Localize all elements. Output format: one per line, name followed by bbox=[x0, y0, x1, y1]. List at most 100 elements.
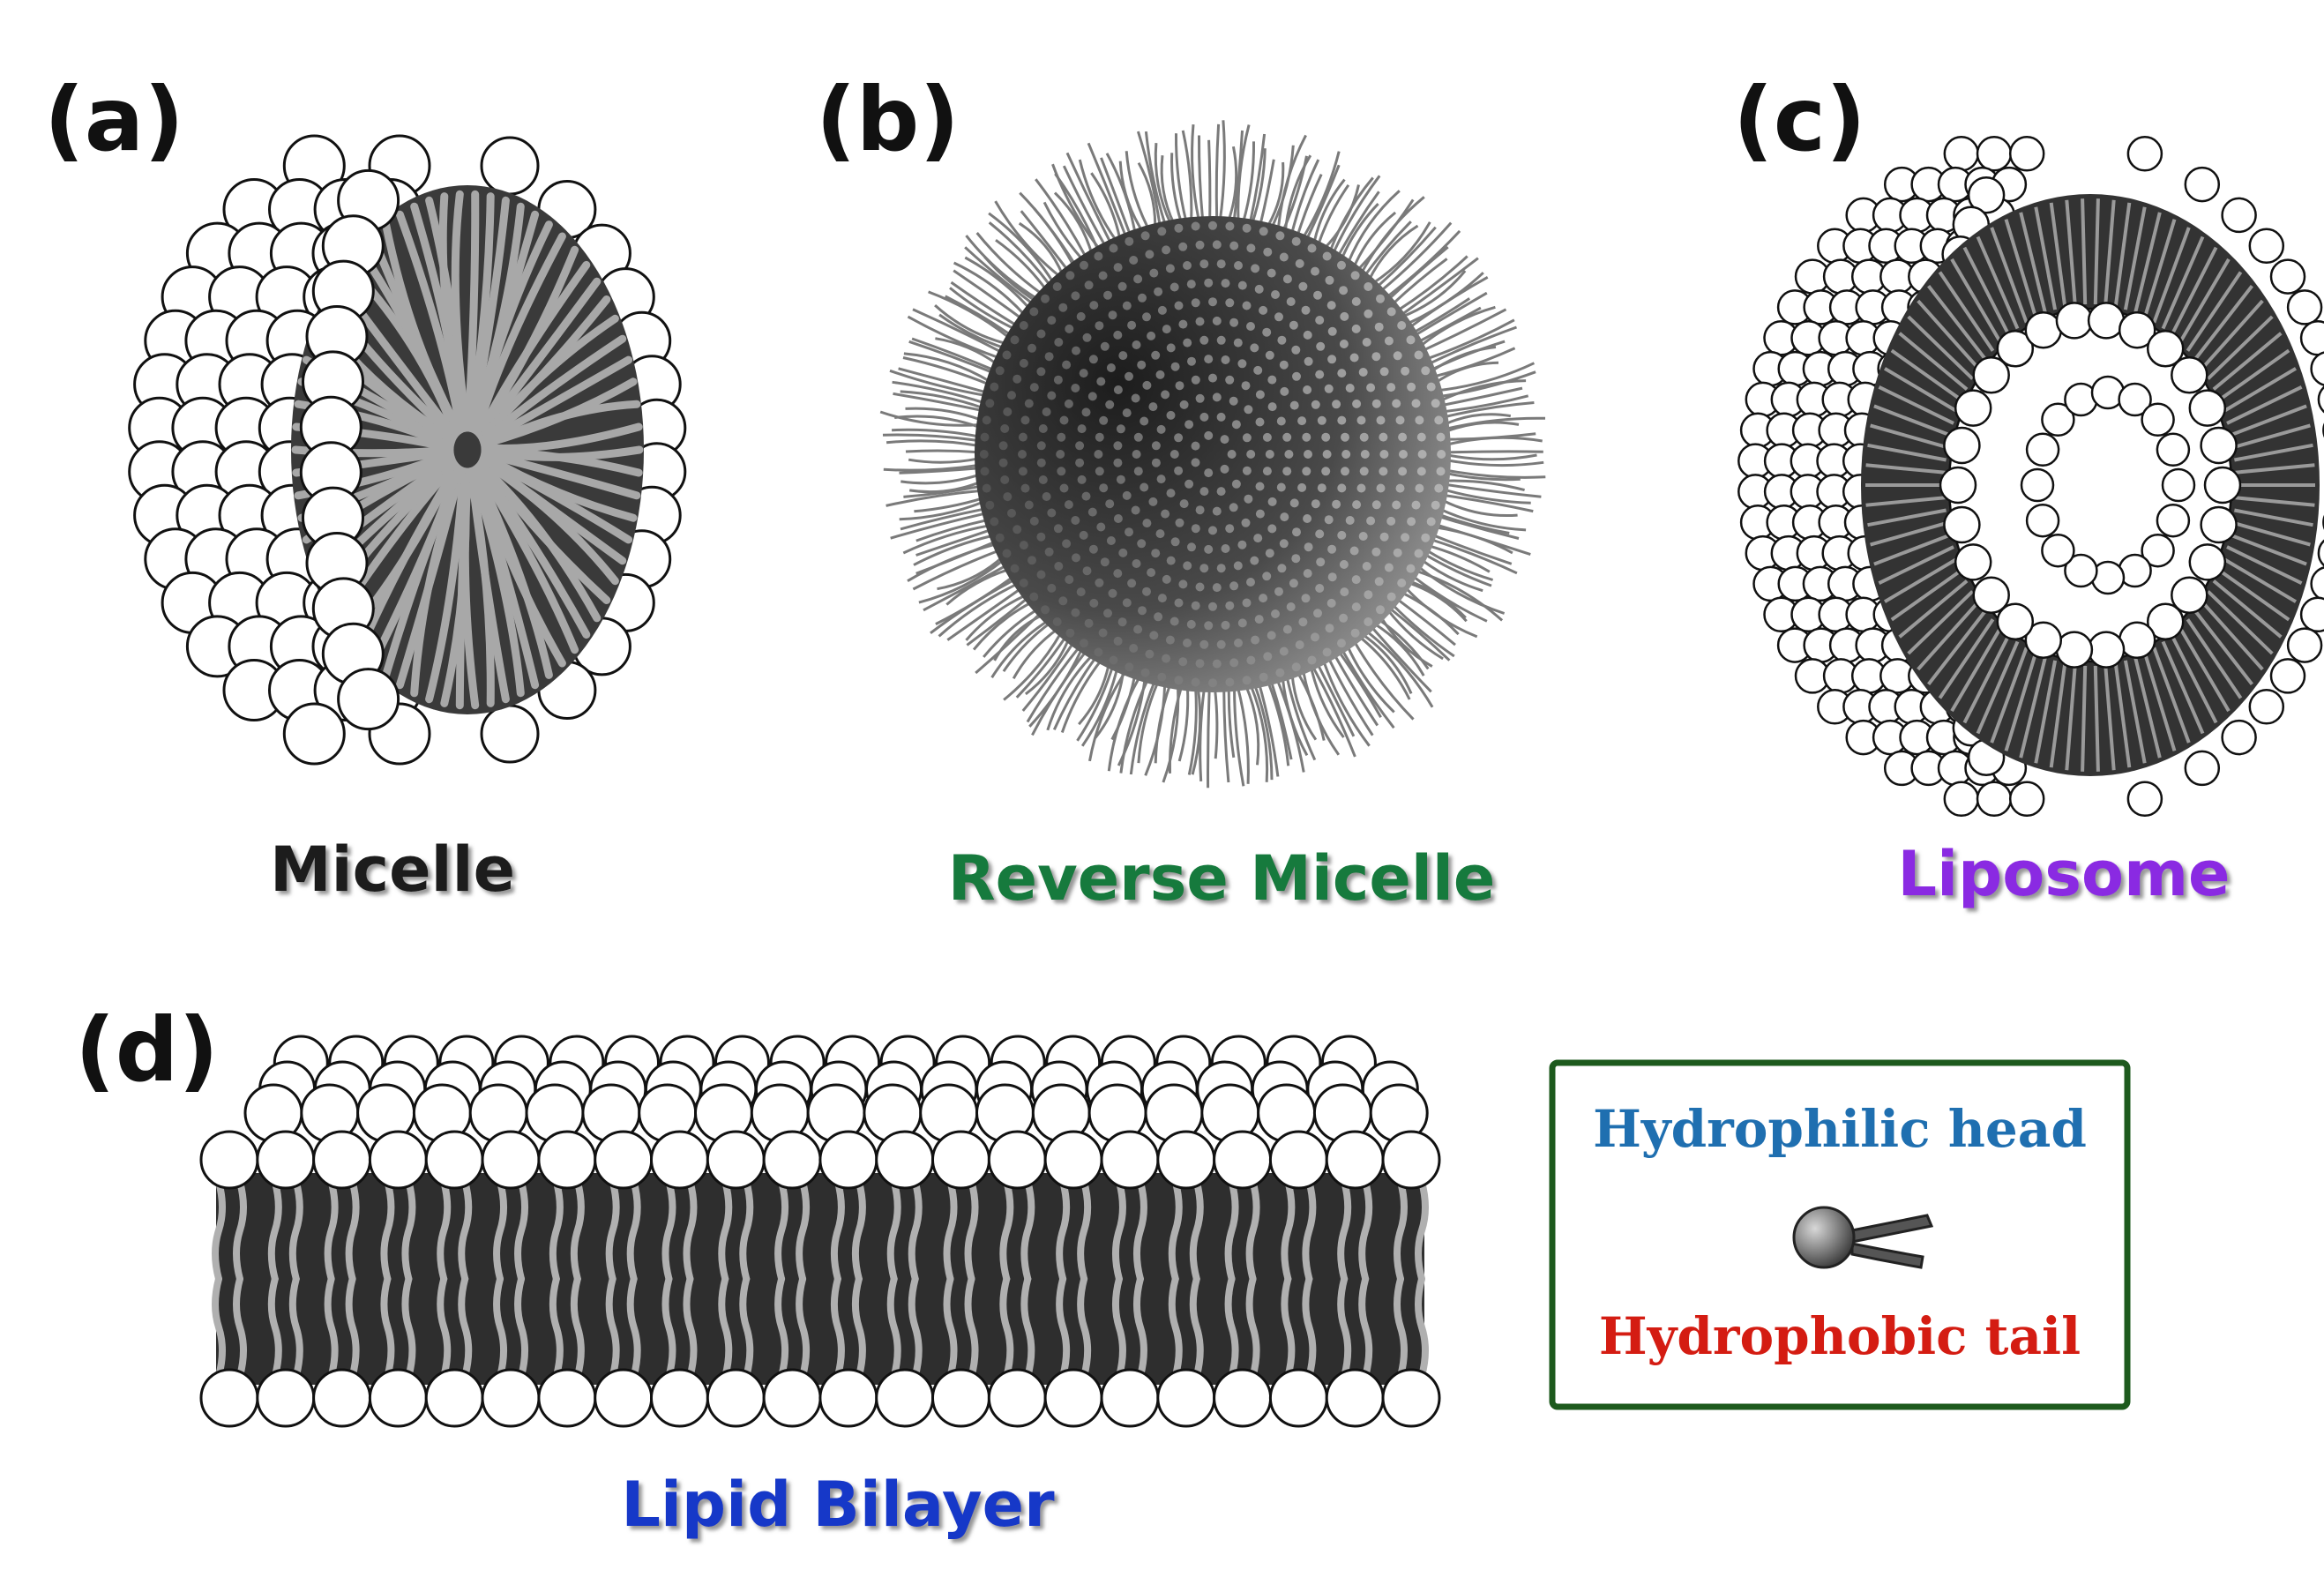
reverse-micelle-head bbox=[1166, 556, 1176, 565]
liposome-head bbox=[2299, 320, 2324, 356]
bilayer-tail bbox=[458, 1178, 473, 1282]
liposome-tail bbox=[2161, 640, 2205, 735]
reverse-micelle-tail bbox=[994, 200, 1062, 279]
reverse-micelle-tail bbox=[1431, 533, 1513, 565]
liposome-inner-head bbox=[2188, 389, 2227, 427]
reverse-micelle-head bbox=[1094, 251, 1103, 261]
reverse-micelle-head bbox=[1406, 335, 1416, 345]
bilayer-tail bbox=[401, 1275, 416, 1379]
reverse-micelle-tail bbox=[1337, 650, 1382, 718]
reverse-micelle-head bbox=[1169, 282, 1179, 292]
reverse-micelle-head bbox=[1417, 450, 1427, 459]
reverse-micelle-tail bbox=[1438, 370, 1536, 399]
liposome-tail bbox=[2019, 656, 2047, 759]
reverse-micelle-tail bbox=[1244, 684, 1260, 766]
reverse-micelle-head bbox=[1275, 231, 1285, 241]
reverse-micelle-head bbox=[1315, 370, 1325, 379]
reverse-micelle-head bbox=[1042, 407, 1051, 416]
bilayer-head bbox=[1325, 1368, 1385, 1428]
reverse-micelle-head bbox=[1174, 301, 1184, 310]
bilayer-tail bbox=[493, 1275, 508, 1379]
reverse-micelle-head bbox=[1401, 533, 1410, 542]
reverse-micelle-head bbox=[1337, 483, 1347, 493]
bilayer-tail bbox=[212, 1178, 226, 1282]
reverse-micelle-head bbox=[1076, 311, 1086, 321]
reverse-micelle-head bbox=[1131, 393, 1140, 403]
reverse-micelle-tail bbox=[1359, 196, 1425, 275]
reverse-micelle-head bbox=[1113, 514, 1123, 523]
micelle-tail bbox=[425, 467, 467, 704]
panel-b: (b) Reverse Micelle bbox=[816, 68, 1546, 915]
bilayer-tail bbox=[1358, 1275, 1373, 1379]
reverse-micelle-head bbox=[1242, 301, 1252, 310]
reverse-micelle-head bbox=[1279, 647, 1289, 656]
reverse-micelle-head bbox=[982, 415, 991, 425]
reverse-micelle-head bbox=[1204, 430, 1214, 440]
reverse-micelle-head bbox=[1263, 247, 1273, 257]
reverse-micelle-tail bbox=[1025, 638, 1071, 696]
reverse-micelle-tail bbox=[1177, 686, 1190, 762]
reverse-micelle-head bbox=[1155, 370, 1165, 379]
reverse-micelle-head bbox=[1366, 516, 1376, 526]
reverse-micelle-head bbox=[1109, 655, 1118, 665]
reverse-micelle-head bbox=[1255, 509, 1265, 519]
reverse-micelle-head bbox=[1156, 475, 1166, 484]
bilayer-head bbox=[818, 1130, 878, 1190]
reverse-micelle-head bbox=[1244, 405, 1253, 415]
reverse-micelle-head bbox=[1274, 587, 1283, 596]
reverse-micelle-head bbox=[1277, 335, 1287, 345]
reverse-micelle-tail bbox=[1443, 488, 1531, 505]
reverse-micelle-head bbox=[1019, 321, 1028, 330]
reverse-micelle-tail bbox=[966, 596, 1029, 647]
reverse-micelle-head-surface bbox=[979, 220, 1446, 688]
reverse-micelle-head bbox=[1131, 505, 1140, 515]
reverse-micelle-head bbox=[982, 483, 991, 493]
reverse-micelle-head bbox=[1374, 322, 1384, 332]
reverse-micelle-tail bbox=[1181, 130, 1193, 222]
liposome-tail bbox=[2226, 545, 2303, 585]
reverse-micelle-head bbox=[1095, 578, 1104, 587]
micelle-tail bbox=[476, 460, 602, 623]
reverse-micelle-head bbox=[1351, 602, 1361, 612]
reverse-micelle-tail bbox=[908, 340, 995, 375]
reverse-micelle-head bbox=[1246, 322, 1255, 331]
reverse-micelle-head bbox=[1191, 677, 1200, 687]
reverse-micelle-head bbox=[1162, 654, 1171, 663]
reverse-micelle-tail bbox=[1076, 665, 1115, 742]
reverse-micelle-head bbox=[1116, 424, 1125, 434]
micelle-tail bbox=[481, 422, 643, 452]
reverse-micelle-head bbox=[1064, 399, 1073, 408]
reverse-micelle-head bbox=[1133, 432, 1143, 442]
reverse-micelle-head bbox=[1156, 424, 1166, 434]
reverse-micelle-head bbox=[1376, 294, 1385, 303]
hydrophobic-tail-label: Hydrophobic tail bbox=[1599, 1306, 2081, 1366]
reverse-micelle-head bbox=[1241, 381, 1251, 391]
reverse-micelle-tail bbox=[905, 449, 980, 454]
reverse-micelle-tail bbox=[1090, 172, 1122, 241]
bilayer-tail bbox=[605, 1275, 620, 1379]
reverse-micelle-head bbox=[1317, 483, 1326, 493]
liposome-inner-head bbox=[1972, 576, 2010, 614]
micelle-tail bbox=[369, 464, 462, 668]
liposome-tail bbox=[1990, 227, 2029, 324]
reverse-micelle-tail bbox=[1296, 671, 1326, 741]
bilayer-tail bbox=[774, 1275, 789, 1379]
bilayer-tail bbox=[739, 1178, 754, 1282]
reverse-micelle-head bbox=[1077, 475, 1087, 484]
bilayer-tail bbox=[1281, 1275, 1296, 1379]
reverse-micelle-head bbox=[1038, 475, 1048, 484]
liposome-inner-head bbox=[1954, 389, 1992, 427]
reverse-micelle-tail bbox=[1237, 124, 1251, 222]
bilayer-tail bbox=[1020, 1178, 1035, 1282]
reverse-micelle-head bbox=[1204, 355, 1214, 364]
reverse-micelle-head bbox=[1212, 392, 1222, 402]
reverse-micelle-head bbox=[1047, 316, 1057, 325]
reverse-micelle-tail bbox=[1439, 379, 1527, 402]
liposome-head bbox=[2286, 627, 2323, 663]
reverse-micelle-head bbox=[1242, 676, 1252, 685]
reverse-micelle-head bbox=[1315, 529, 1325, 539]
reverse-micelle-head bbox=[1010, 335, 1020, 345]
reverse-micelle-head bbox=[1364, 309, 1373, 318]
reverse-micelle-head bbox=[1041, 294, 1050, 303]
reverse-micelle-head bbox=[1362, 338, 1371, 347]
